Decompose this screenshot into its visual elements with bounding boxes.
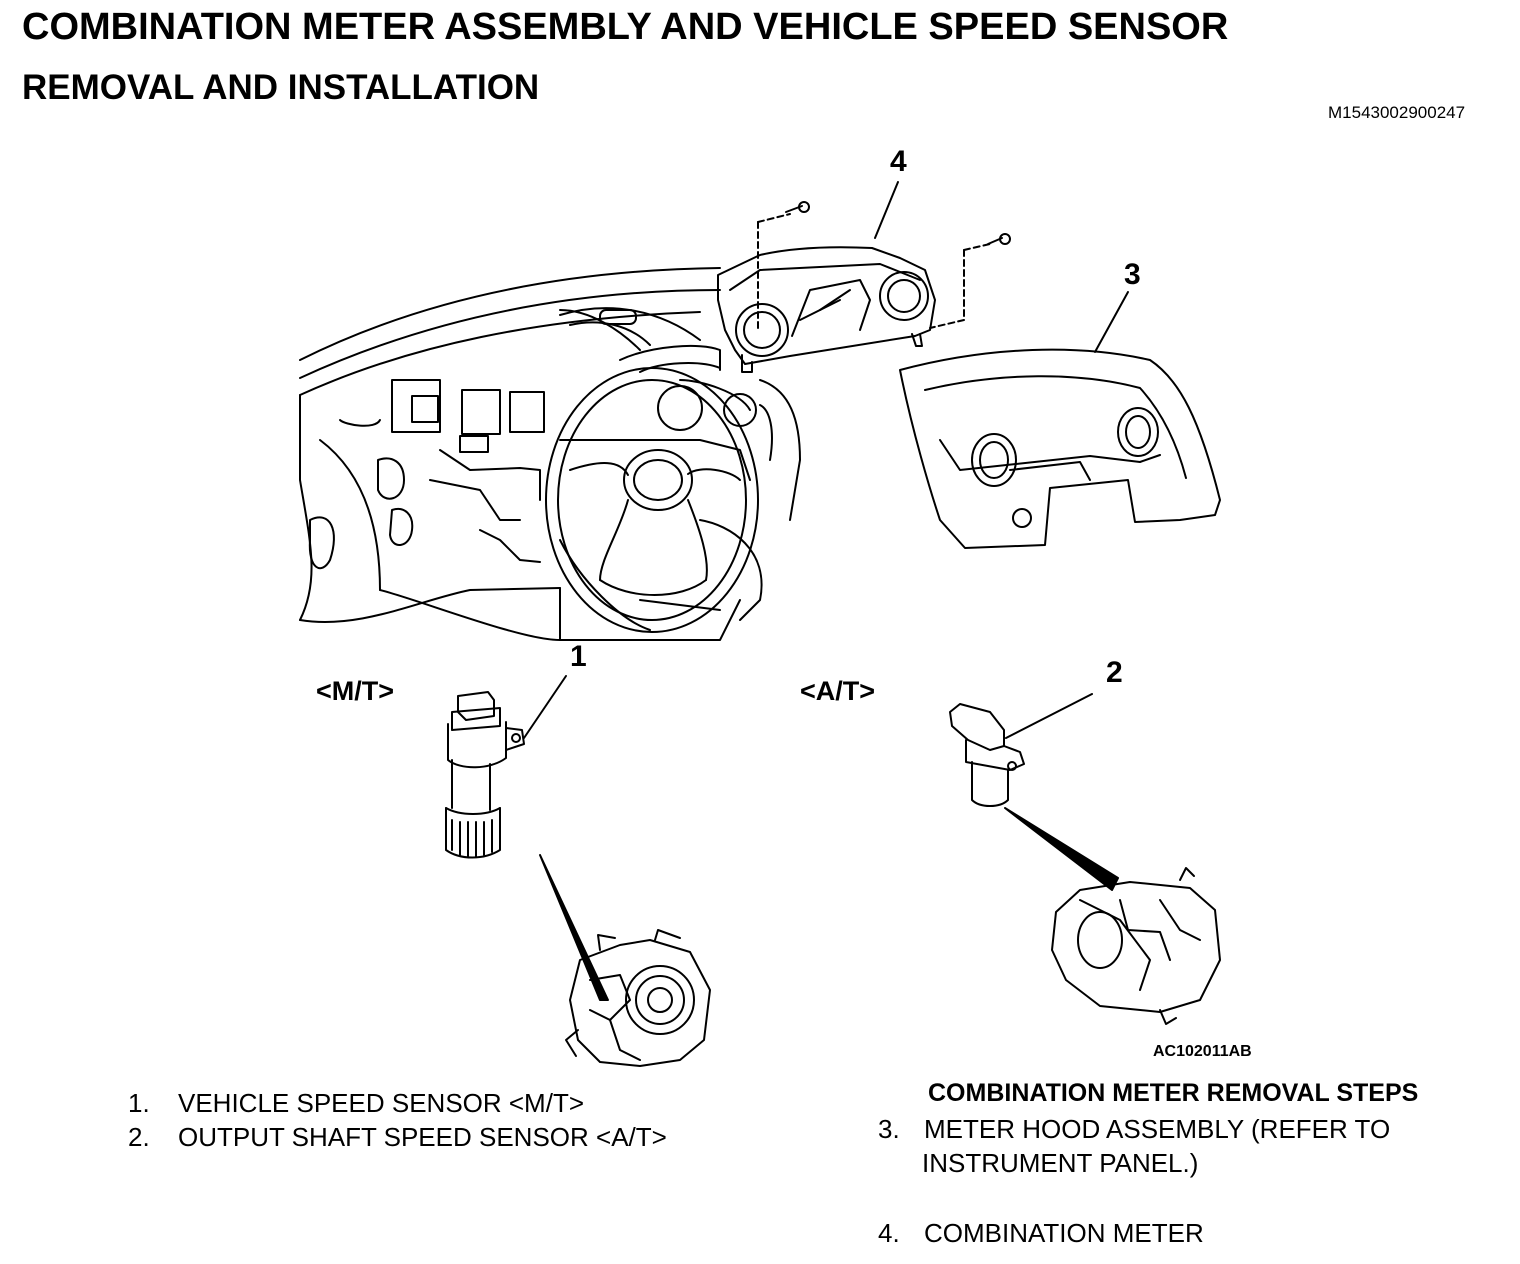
figure-id: AC102011AB — [1153, 1043, 1252, 1060]
parts-list: 1. VEHICLE SPEED SENSOR <M/T> 2. OUTPUT … — [128, 1086, 667, 1154]
removal-step: 3. METER HOOD ASSEMBLY (REFER TO — [878, 1112, 1390, 1146]
at-variant-label: <A/T> — [800, 676, 876, 706]
callout-4: 4 — [890, 145, 907, 178]
step-number: 4. — [878, 1218, 900, 1248]
at-transaxle-drawing — [1004, 807, 1221, 1025]
removal-steps-heading: COMBINATION METER REMOVAL STEPS — [928, 1079, 1419, 1107]
step-text-line1: COMBINATION METER — [924, 1218, 1204, 1248]
page-subtitle: REMOVAL AND INSTALLATION — [22, 68, 540, 107]
document-id: M1543002900247 — [1328, 103, 1466, 122]
step-text-line1: METER HOOD ASSEMBLY (REFER TO — [924, 1114, 1391, 1144]
removal-step-continuation: INSTRUMENT PANEL.) — [922, 1148, 1199, 1178]
step-number: 3. — [878, 1114, 900, 1144]
mt-transaxle-drawing — [539, 854, 711, 1067]
removal-step: 4. COMBINATION METER — [878, 1216, 1204, 1250]
dashboard-drawing — [299, 267, 801, 641]
list-item-text: VEHICLE SPEED SENSOR <M/T> — [178, 1088, 585, 1118]
mt-variant-label: <M/T> — [316, 676, 395, 706]
callout-2: 2 — [1106, 656, 1123, 689]
list-item-text: OUTPUT SHAFT SPEED SENSOR <A/T> — [178, 1122, 667, 1152]
at-speed-sensor-drawing — [949, 693, 1093, 807]
meter-hood-drawing — [899, 348, 1221, 549]
callout-1: 1 — [570, 640, 587, 673]
callout-3: 3 — [1124, 258, 1141, 291]
mt-speed-sensor-drawing — [445, 675, 567, 859]
list-item: 1. VEHICLE SPEED SENSOR <M/T> — [128, 1086, 667, 1120]
list-item: 2. OUTPUT SHAFT SPEED SENSOR <A/T> — [128, 1120, 667, 1154]
combination-meter-drawing — [717, 201, 1011, 373]
list-item-number: 2. — [128, 1122, 150, 1152]
page-title: COMBINATION METER ASSEMBLY AND VEHICLE S… — [22, 6, 1229, 48]
list-item-number: 1. — [128, 1088, 150, 1118]
